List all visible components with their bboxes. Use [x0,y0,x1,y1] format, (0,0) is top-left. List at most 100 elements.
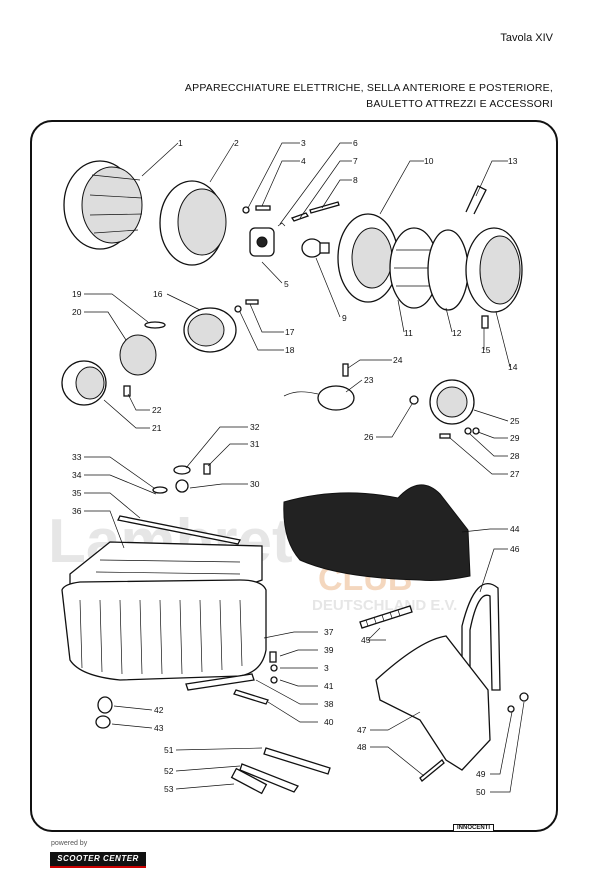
label-8: 8 [353,175,358,185]
plate-number: Tavola XIV [500,32,553,44]
part-screw-15 [481,315,489,329]
part-lamp-holder-5 [249,227,275,257]
label-1: 1 [178,138,183,148]
part-nut-26 [409,395,419,405]
label-51: 51 [164,745,174,755]
label-23: 23 [364,375,374,385]
powered-by-text: powered by [51,840,88,847]
label-4: 4 [301,156,306,166]
label-43: 43 [154,723,164,733]
part-labels: 1 2 3 4 5 6 7 8 9 10 11 12 13 14 15 16 1… [72,138,520,797]
part-bulb-9 [301,238,330,258]
label-14: 14 [508,362,518,372]
part-tools-51-52-53 [230,747,331,795]
label-37: 37 [324,627,334,637]
label-30: 30 [250,479,260,489]
label-20: 20 [72,307,82,317]
label-22: 22 [152,405,162,415]
label-34: 34 [72,470,82,480]
part-toolbox-37 [61,579,267,681]
label-24: 24 [393,355,403,365]
part-small-screws-3-4 [242,205,271,214]
label-7: 7 [353,156,358,166]
watermark-country: DEUTSCHLAND E.V. [312,597,457,614]
label-46: 46 [510,544,520,554]
label-38: 38 [324,699,334,709]
label-10: 10 [424,156,434,166]
label-3: 3 [301,138,306,148]
part-brackets-38-40 [185,673,269,705]
part-headlamp-housing-2 [159,180,227,266]
label-17: 17 [285,327,295,337]
label-47: 47 [357,725,367,735]
label-40: 40 [324,717,334,727]
label-48: 48 [357,742,367,752]
part-bolts-39-3-41 [269,651,278,684]
label-41: 41 [324,681,334,691]
part-wire-clip-13 [465,185,487,215]
label-36: 36 [72,506,82,516]
page-title-line1: APPARECCHIATURE ELETTRICHE, SELLA ANTERI… [184,82,553,94]
part-washer-33-34 [152,486,168,494]
label-13: 13 [508,156,518,166]
label-39: 39 [324,645,334,655]
label-5: 5 [284,279,289,289]
part-seat-bracket-47 [375,635,491,771]
part-lock-30-31-32 [173,463,211,493]
label-49: 49 [476,769,486,779]
label-2: 2 [234,138,239,148]
label-12: 12 [452,328,462,338]
part-bolt-27-28-29 [439,427,480,439]
part-handle-46 [461,583,501,691]
label-3b: 3 [324,663,329,673]
part-saddle-44 [283,484,471,581]
part-reflector-10 [337,213,399,303]
part-headlamp-1 [63,160,143,250]
part-nuts-49-50 [507,692,529,713]
label-44: 44 [510,524,520,534]
label-18: 18 [285,345,295,355]
label-32: 32 [250,422,260,432]
label-27: 27 [510,469,520,479]
label-11: 11 [404,328,413,338]
part-springs-6-7-8 [277,201,340,227]
part-ring-12 [427,229,469,311]
label-35: 35 [72,488,82,498]
part-screw-22 [123,385,131,397]
scooter-center-logo[interactable]: SCOOTER CENTER [50,852,146,868]
part-spring-45 [359,605,413,629]
label-6: 6 [353,138,358,148]
label-9: 9 [342,313,347,323]
part-screw-24 [342,363,349,377]
label-42: 42 [154,705,164,715]
part-gasket-19 [144,321,166,329]
part-taillamp-16 [183,307,237,353]
label-28: 28 [510,451,520,461]
label-19: 19 [72,289,82,299]
label-52: 52 [164,766,174,776]
label-33: 33 [72,452,82,462]
part-switch-23 [283,385,355,411]
label-45: 45 [361,635,371,645]
label-15: 15 [481,345,491,355]
label-31: 31 [250,439,260,449]
leader-lines [84,142,525,793]
part-bolt-48 [419,759,445,782]
part-lens-20 [119,334,157,376]
part-strap-35 [117,515,241,545]
label-29: 29 [510,433,520,443]
page-title-line2: BAULETTO ATTREZZI E ACCESSORI [366,98,553,110]
part-rim-14 [465,227,523,313]
part-rim-21 [61,360,107,406]
innocenti-logo: INNOCENTI [453,824,494,832]
part-screws-17-18 [234,299,259,313]
part-knobs-42-43 [95,696,113,729]
label-53: 53 [164,784,174,794]
label-25: 25 [510,416,520,426]
part-horn-25 [429,379,475,425]
label-16: 16 [153,289,163,299]
label-50: 50 [476,787,486,797]
label-26: 26 [364,432,374,442]
label-21: 21 [152,423,162,433]
